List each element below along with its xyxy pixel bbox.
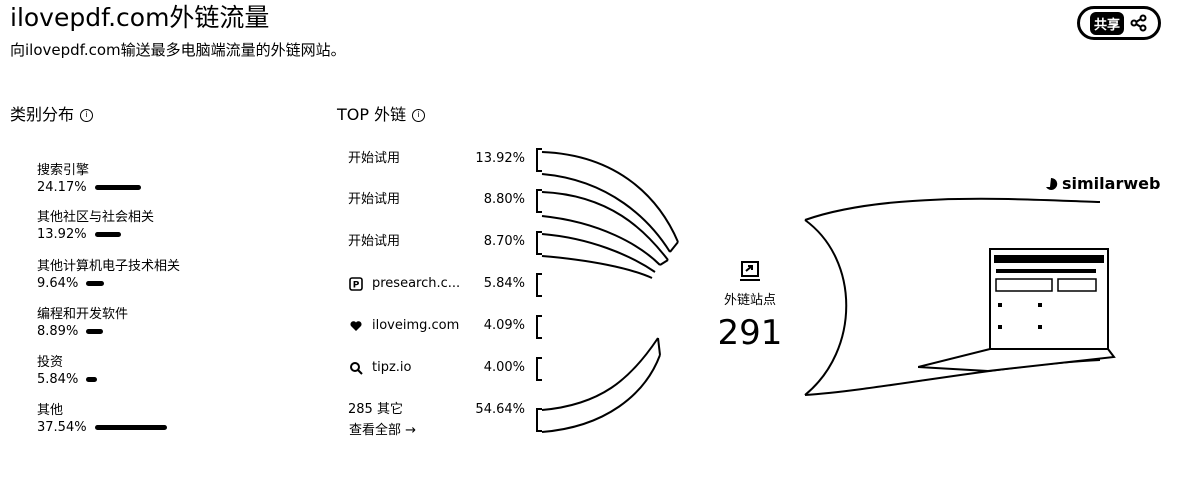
similarweb-logo-icon (1046, 177, 1058, 190)
referral-site-icon (740, 261, 760, 281)
laptop-illustration (918, 248, 1116, 373)
category-bar (86, 377, 98, 382)
flow-box (536, 231, 542, 255)
referral-label: 285 其它 (348, 402, 403, 417)
info-icon[interactable]: i (80, 108, 94, 122)
flow-box (536, 148, 542, 172)
referral-item[interactable]: 开始试用 (348, 150, 400, 168)
referral-pct: 8.80% (483, 192, 525, 207)
category-pct: 8.89% (37, 324, 79, 339)
referral-pct: 13.92% (475, 151, 525, 166)
category-bar (94, 232, 121, 237)
flow-box (536, 357, 542, 381)
referral-sites-label: 外链站点 (723, 293, 776, 308)
info-icon[interactable]: i (412, 108, 426, 122)
category-item: 其他计算机电子技术相关 9.64% (37, 258, 180, 292)
category-pct: 13.92% (37, 227, 87, 242)
flow-diagram (541, 151, 679, 433)
referral-label: tipz.io (372, 360, 412, 375)
category-item: 其他社区与社会相关 13.92% (37, 209, 154, 243)
category-name: 搜索引擎 (37, 163, 90, 178)
referral-label: presearch.c... (372, 276, 461, 291)
referral-label: iloveimg.com (372, 318, 460, 333)
category-item: 搜索引擎 24.17% (37, 162, 141, 196)
search-icon (348, 360, 364, 376)
top-referrals-title: TOP 外链 (337, 105, 407, 124)
category-pct: 9.64% (37, 276, 79, 291)
presearch-icon: P (348, 276, 364, 292)
category-name: 其他社区与社会相关 (37, 210, 155, 225)
referral-label: 开始试用 (348, 234, 401, 249)
view-all-link[interactable]: 查看全部 → (349, 423, 417, 438)
category-bar (94, 185, 141, 190)
share-button[interactable]: 共享 (1077, 6, 1161, 40)
referral-item[interactable]: tipz.io (348, 359, 411, 377)
category-pct: 5.84% (37, 372, 79, 387)
category-item: 编程和开发软件 8.89% (37, 306, 128, 340)
flow-box (536, 189, 542, 213)
category-name: 其他 (37, 403, 64, 418)
category-section-title: 类别分布 i (10, 104, 94, 126)
category-pct: 37.54% (37, 420, 87, 435)
referral-pct: 54.64% (475, 402, 525, 417)
referral-item[interactable]: iloveimg.com (348, 317, 459, 335)
category-title: 类别分布 (10, 105, 75, 124)
brand-name: similarweb (1062, 174, 1161, 193)
heart-icon (348, 318, 364, 334)
referral-pct: 5.84% (483, 276, 525, 291)
category-item: 投资 5.84% (37, 354, 98, 388)
flow-box (536, 408, 542, 432)
page-subtitle: 向ilovepdf.com输送最多电脑端流量的外链网站。 (10, 41, 346, 59)
top-referrals-section-title: TOP 外链 i (337, 104, 426, 126)
referral-pct: 8.70% (483, 234, 525, 249)
category-pct: 24.17% (37, 180, 87, 195)
share-label: 共享 (1089, 11, 1124, 35)
page-title: ilovepdf.com外链流量 (10, 3, 270, 32)
category-name: 投资 (37, 355, 64, 370)
share-icon (1130, 14, 1147, 32)
referral-pct: 4.09% (483, 318, 525, 333)
referral-label: 开始试用 (348, 151, 401, 166)
flow-box (536, 315, 542, 339)
referral-label: 开始试用 (348, 192, 401, 207)
category-name: 编程和开发软件 (37, 307, 129, 322)
category-bar (86, 281, 105, 286)
category-bar (94, 425, 167, 430)
similarweb-brand[interactable]: similarweb (1044, 174, 1160, 193)
svg-text:P: P (353, 281, 360, 291)
flow-box (536, 273, 542, 297)
referral-item[interactable]: 开始试用 (348, 191, 400, 209)
category-item: 其他 37.54% (37, 402, 167, 436)
referral-item[interactable]: 开始试用 (348, 233, 400, 251)
category-name: 其他计算机电子技术相关 (37, 259, 181, 274)
referral-item[interactable]: P presearch.c... (348, 275, 460, 293)
referral-item[interactable]: 285 其它 (348, 401, 403, 419)
referral-pct: 4.00% (483, 360, 525, 375)
category-bar (86, 329, 104, 334)
referral-sites-count: 291 (717, 313, 783, 353)
